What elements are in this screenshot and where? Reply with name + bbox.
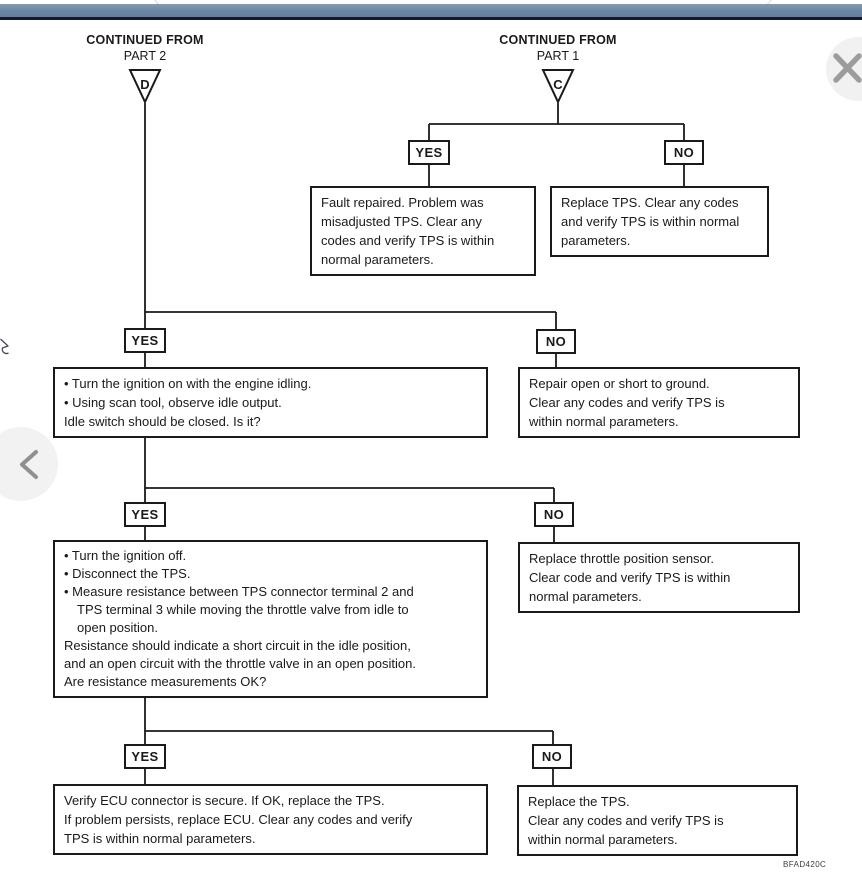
- decision-yes-c: YES: [408, 140, 450, 165]
- chevron-left-icon: [20, 450, 38, 479]
- flow-box-replace-throttle-sensor: Replace throttle position sensor. Clear …: [518, 542, 800, 613]
- text-line: normal parameters.: [321, 252, 434, 267]
- flow-box-fault-repaired: Fault repaired. Problem was misadjusted …: [310, 186, 536, 276]
- text-line: Replace throttle position sensor.: [529, 551, 714, 566]
- continued-from-text: CONTINUED FROM: [86, 33, 204, 47]
- part-number-text: PART 2: [123, 49, 167, 63]
- connector-letter-d: D: [140, 77, 149, 92]
- previous-page-button[interactable]: [0, 427, 58, 501]
- continued-from-text: CONTINUED FROM: [499, 33, 617, 47]
- close-icon: [833, 53, 862, 83]
- part-number-text: PART 1: [536, 49, 580, 63]
- decision-yes-d3: YES: [124, 502, 166, 527]
- flow-box-replace-tps-c: Replace TPS. Clear any codes and verify …: [550, 186, 769, 257]
- text-line: Verify ECU connector is secure. If OK, r…: [64, 793, 385, 808]
- connector-triangle-d: [128, 69, 162, 105]
- figure-code-caption: BFAD420C: [783, 860, 827, 869]
- text-line: TPS terminal 3 while moving the throttle…: [77, 602, 409, 617]
- text-line: Clear any codes and verify TPS is: [528, 813, 724, 828]
- connector-label-part2: CONTINUED FROM PART 2: [45, 32, 245, 64]
- decision-no-d3: NO: [534, 502, 574, 527]
- text-line: codes and verify TPS is within: [321, 233, 495, 248]
- text-line: parameters.: [561, 233, 631, 248]
- connector-triangle-c: [541, 69, 575, 105]
- flow-box-repair-open-short: Repair open or short to ground. Clear an…: [518, 367, 800, 438]
- text-line: Fault repaired. Problem was: [321, 195, 484, 210]
- text-line: Repair open or short to ground.: [529, 376, 710, 391]
- flow-box-verify-ecu: Verify ECU connector is secure. If OK, r…: [53, 784, 488, 855]
- decision-no-d4: NO: [532, 744, 572, 769]
- decision-no-d2: NO: [536, 329, 576, 354]
- header-bar: [0, 4, 862, 17]
- connector-letter-c: C: [553, 77, 563, 92]
- header-bar-edge: [0, 17, 862, 20]
- connector-label-part1: CONTINUED FROM PART 1: [458, 32, 658, 64]
- close-button[interactable]: [826, 37, 862, 101]
- flow-box-idle-switch-check: • Turn the ignition on with the engine i…: [53, 367, 488, 438]
- text-line: within normal parameters.: [528, 832, 678, 847]
- text-line: Clear any codes and verify TPS is: [529, 395, 725, 410]
- flow-box-resistance-check: • Turn the ignition off. • Disconnect th…: [53, 540, 488, 698]
- text-line: Idle switch should be closed. Is it?: [64, 414, 261, 429]
- decision-no-c: NO: [664, 140, 704, 165]
- text-line: open position.: [77, 620, 158, 635]
- text-line: • Turn the ignition off.: [64, 548, 187, 563]
- text-line: misadjusted TPS. Clear any: [321, 214, 482, 229]
- text-line: and verify TPS is within normal: [561, 214, 740, 229]
- text-line: If problem persists, replace ECU. Clear …: [64, 812, 413, 827]
- text-line: • Measure resistance between TPS connect…: [64, 584, 414, 599]
- text-line: TPS is within normal parameters.: [64, 831, 256, 846]
- text-line: Clear code and verify TPS is within: [529, 570, 731, 585]
- decision-yes-d2: YES: [124, 328, 166, 353]
- text-line: Replace TPS. Clear any codes: [561, 195, 739, 210]
- text-line: within normal parameters.: [529, 414, 679, 429]
- text-line: Resistance should indicate a short circu…: [64, 638, 411, 653]
- text-line: normal parameters.: [529, 589, 642, 604]
- flow-box-replace-the-tps: Replace the TPS. Clear any codes and ver…: [517, 785, 798, 856]
- text-line: • Disconnect the TPS.: [64, 566, 191, 581]
- stray-cursor-mark: [0, 338, 9, 355]
- text-line: Replace the TPS.: [528, 794, 630, 809]
- decision-yes-d4: YES: [124, 744, 166, 769]
- text-line: and an open circuit with the throttle va…: [64, 656, 416, 671]
- text-line: • Turn the ignition on with the engine i…: [64, 376, 312, 391]
- text-line: • Using scan tool, observe idle output.: [64, 395, 282, 410]
- text-line: Are resistance measurements OK?: [64, 674, 267, 689]
